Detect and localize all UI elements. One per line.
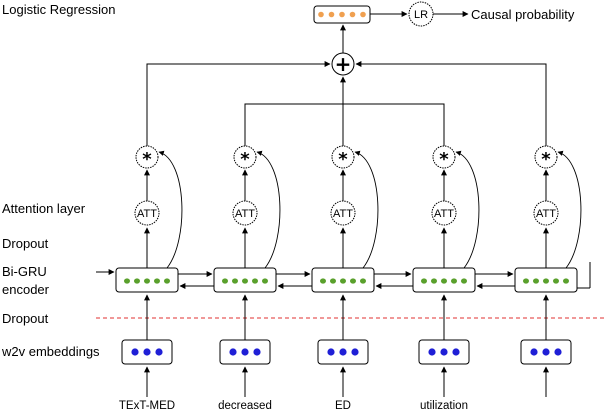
embedding-dot bbox=[452, 348, 460, 356]
token-column: utilization ATT * bbox=[412, 145, 480, 410]
skip-connection-arrow bbox=[256, 150, 281, 269]
token-columns: TExT-MEDATT*decreasedATT*EDATT*utilizati… bbox=[115, 145, 582, 410]
mult-node bbox=[534, 145, 558, 169]
bigru-label-line2: encoder bbox=[2, 282, 50, 297]
lr-node: LR bbox=[408, 1, 434, 27]
skip-connection-arrow bbox=[354, 150, 379, 269]
mult-symbol: * bbox=[439, 149, 449, 170]
mult-symbol: * bbox=[240, 149, 250, 170]
mult-node bbox=[331, 145, 355, 169]
lr-input-box bbox=[313, 5, 371, 24]
attention-layer-label: Attention layer bbox=[2, 201, 86, 216]
aggregation-lines bbox=[146, 61, 547, 146]
lr-input-dot bbox=[360, 11, 366, 18]
gru-dot bbox=[232, 278, 238, 284]
token-word: TExT-MED bbox=[119, 400, 175, 410]
att-label: ATT bbox=[333, 208, 353, 220]
gru-dot bbox=[461, 278, 467, 284]
skip-connection-arrow bbox=[557, 150, 582, 269]
embedding-dot bbox=[339, 348, 347, 356]
lr-input-dot bbox=[318, 11, 324, 18]
agg-line-right bbox=[355, 61, 547, 146]
token-column: TExT-MED ATT * bbox=[115, 145, 183, 410]
dropout-top-label: Dropout bbox=[2, 236, 49, 251]
gru-dot bbox=[543, 278, 549, 284]
gru-dot bbox=[252, 278, 258, 284]
att-label: ATT bbox=[137, 208, 157, 220]
lr-input-dot bbox=[328, 11, 335, 18]
agg-bus-line bbox=[244, 103, 445, 146]
token-word: ED bbox=[335, 400, 351, 410]
output-label: Causal probability bbox=[471, 7, 575, 22]
embedding-dot bbox=[229, 348, 237, 356]
gru-dot bbox=[350, 278, 356, 284]
gru-dot bbox=[421, 278, 427, 284]
mult-node bbox=[233, 145, 257, 169]
embedding-dot bbox=[440, 348, 448, 356]
embedding-dot bbox=[143, 348, 151, 356]
gru-dot bbox=[154, 278, 160, 284]
gru-dot bbox=[360, 278, 366, 284]
mult-symbol: * bbox=[338, 149, 348, 170]
embedding-dot bbox=[327, 348, 335, 356]
embedding-dot bbox=[253, 348, 261, 356]
gru-dot bbox=[242, 278, 248, 284]
token-column: ATT * bbox=[514, 145, 582, 397]
gru-dot bbox=[134, 278, 140, 284]
lr-label: LR bbox=[414, 9, 428, 21]
mult-symbol: * bbox=[541, 149, 551, 170]
sum-symbol: + bbox=[335, 52, 352, 76]
lr-input-dot bbox=[349, 11, 356, 18]
gru-dot bbox=[533, 278, 539, 284]
skip-connection-arrow bbox=[455, 150, 480, 269]
embedding-dot bbox=[131, 348, 139, 356]
lr-input-dot bbox=[339, 11, 345, 18]
gru-dot bbox=[340, 278, 346, 284]
sum-node: + bbox=[331, 52, 355, 76]
title-label: Logistic Regression bbox=[2, 2, 115, 17]
gru-dot bbox=[553, 278, 559, 284]
embedding-dot bbox=[351, 348, 359, 356]
embeddings-label: w2v embeddings bbox=[1, 344, 100, 359]
att-label: ATT bbox=[536, 208, 556, 220]
mult-node bbox=[432, 145, 456, 169]
gru-dot bbox=[441, 278, 447, 284]
gru-dot bbox=[320, 278, 326, 284]
bigru-label-line1: Bi-GRU bbox=[2, 264, 47, 279]
skip-connection-arrow bbox=[158, 150, 183, 269]
gru-dot bbox=[124, 278, 130, 284]
embedding-dot bbox=[155, 348, 163, 356]
token-column: ED ATT * bbox=[311, 145, 379, 410]
att-label: ATT bbox=[235, 208, 255, 220]
dropout-bottom-label: Dropout bbox=[2, 311, 49, 326]
token-word: utilization bbox=[420, 400, 468, 410]
gru-dot bbox=[222, 278, 228, 284]
embedding-dot bbox=[241, 348, 249, 356]
gru-dot bbox=[262, 278, 268, 284]
embedding-dot bbox=[542, 348, 550, 356]
gru-dot bbox=[144, 278, 150, 284]
embedding-dot bbox=[428, 348, 436, 356]
gru-dot bbox=[164, 278, 170, 284]
gru-connections bbox=[96, 262, 591, 289]
mult-node bbox=[135, 145, 159, 169]
gru-dot bbox=[431, 278, 437, 284]
att-label: ATT bbox=[434, 208, 454, 220]
gru-dot bbox=[563, 278, 569, 284]
agg-line-left bbox=[146, 61, 331, 146]
gru-dot bbox=[330, 278, 336, 284]
embedding-dot bbox=[554, 348, 562, 356]
token-column: decreased ATT * bbox=[213, 145, 281, 410]
gru-dot bbox=[523, 278, 529, 284]
gru-dot bbox=[451, 278, 457, 284]
embedding-dot bbox=[530, 348, 538, 356]
mult-symbol: * bbox=[142, 149, 152, 170]
token-word: decreased bbox=[218, 400, 272, 410]
